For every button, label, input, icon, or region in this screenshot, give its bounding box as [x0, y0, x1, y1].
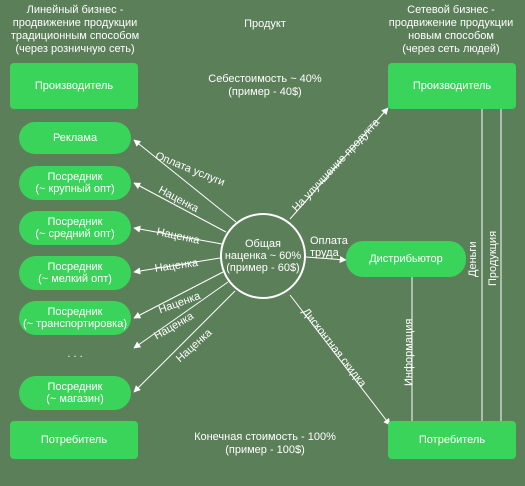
- advert-pill: Реклама: [19, 122, 131, 154]
- arrow-to-shop: [133, 290, 236, 393]
- header-right: Сетевой бизнес - продвижение продукции н…: [388, 4, 514, 55]
- markup-circle: Общая наценка ~ 60% (пример - 60$): [220, 213, 306, 299]
- mid4-pill: Посредник (~ транспортировка): [19, 301, 131, 335]
- left-producer-box: Производитель: [10, 63, 138, 109]
- header-center: Продукт: [244, 18, 286, 30]
- arrow-to-mid4: [133, 271, 224, 319]
- arrow-to-distributor: [305, 256, 347, 264]
- mid2-pill: Посредник (~ средний опт): [19, 211, 131, 245]
- arrow-to-right-producer: [289, 107, 389, 220]
- distributor-pill: Дистрибьютор: [346, 241, 466, 277]
- label-money: Деньги: [467, 241, 479, 277]
- left-consumer-box: Потребитель: [10, 421, 138, 459]
- final-cost-text: Конечная стоимость - 100% (пример - 100$…: [194, 431, 336, 456]
- right-producer-box: Производитель: [388, 63, 516, 109]
- label-products: Продукция: [487, 230, 499, 286]
- label-labor: Оплата труда: [310, 235, 348, 259]
- arrow-to-mid2: [133, 225, 223, 245]
- header-left: Линейный бизнес - продвижение продукции …: [10, 4, 140, 55]
- right-consumer-box: Потребитель: [388, 421, 516, 459]
- arrow-to-mid3: [133, 257, 221, 275]
- mid1-pill: Посредник (~ крупный опт): [19, 166, 131, 200]
- shop-pill: Посредник (~ магазин): [19, 376, 131, 410]
- arrow-to-mid1: [133, 182, 227, 233]
- cost-text: Себестоимость ~ 40% (пример - 40$): [208, 73, 322, 98]
- label-info: Информация: [403, 318, 415, 386]
- arrow-to-advert: [133, 139, 237, 223]
- arrow-to-right-consumer: [289, 294, 391, 426]
- arrow-to-dots: [133, 281, 229, 349]
- mid3-pill: Посредник (~ мелкий опт): [19, 256, 131, 290]
- dots: . . .: [67, 348, 83, 360]
